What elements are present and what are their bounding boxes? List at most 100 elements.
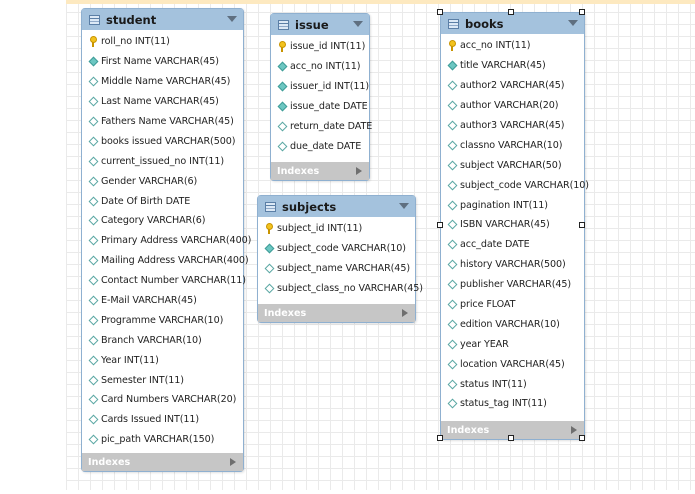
column-row[interactable]: return_date DATE bbox=[271, 117, 372, 137]
column-label: Cards Issued INT(11) bbox=[101, 414, 199, 426]
resize-handle-bottom-center[interactable] bbox=[508, 435, 514, 441]
column-row[interactable]: acc_date DATE bbox=[441, 235, 584, 255]
resize-handle-top-left[interactable] bbox=[437, 9, 443, 15]
column-row[interactable]: publisher VARCHAR(45) bbox=[441, 275, 584, 295]
column-row[interactable]: Middle Name VARCHAR(45) bbox=[82, 72, 243, 92]
column-row[interactable]: author2 VARCHAR(45) bbox=[441, 76, 584, 96]
indexes-expand-arrow-icon[interactable] bbox=[356, 167, 362, 175]
column-row[interactable]: issue_date DATE bbox=[271, 97, 369, 117]
column-row[interactable]: Card Numbers VARCHAR(20) bbox=[82, 390, 243, 410]
column-diamond-outline-icon bbox=[448, 360, 457, 369]
column-row[interactable]: subject_class_no VARCHAR(45) bbox=[258, 279, 423, 299]
indexes-footer[interactable]: Indexes bbox=[82, 453, 243, 471]
column-label: location VARCHAR(45) bbox=[460, 358, 565, 370]
column-row[interactable]: subject_code VARCHAR(10) bbox=[441, 175, 589, 195]
column-row[interactable]: Programme VARCHAR(10) bbox=[82, 310, 243, 330]
indexes-footer[interactable]: Indexes bbox=[271, 162, 369, 180]
column-row[interactable]: Mailing Address VARCHAR(400) bbox=[82, 251, 249, 271]
column-row[interactable]: Fathers Name VARCHAR(45) bbox=[82, 112, 243, 132]
column-diamond-icon bbox=[278, 62, 287, 71]
column-row[interactable]: author3 VARCHAR(45) bbox=[441, 116, 584, 136]
column-row[interactable]: subject_name VARCHAR(45) bbox=[258, 259, 415, 279]
column-row[interactable]: author VARCHAR(20) bbox=[441, 96, 584, 116]
column-row[interactable]: status INT(11) bbox=[441, 374, 584, 394]
column-row[interactable]: price FLOAT bbox=[441, 295, 584, 315]
column-diamond-outline-icon bbox=[89, 157, 98, 166]
resize-handle-bottom-left[interactable] bbox=[437, 435, 443, 441]
column-row[interactable]: classno VARCHAR(10) bbox=[441, 135, 584, 155]
table-issue[interactable]: issue issue_id INT(11)acc_no INT(11)issu… bbox=[270, 13, 372, 181]
column-label: subject_class_no VARCHAR(45) bbox=[277, 283, 423, 295]
column-row[interactable]: subject_id INT(11) bbox=[258, 219, 415, 239]
column-label: issue_date DATE bbox=[290, 101, 368, 113]
column-row[interactable]: Category VARCHAR(6) bbox=[82, 211, 243, 231]
table-subjects[interactable]: subjects subject_id INT(11) subject_code … bbox=[257, 195, 423, 323]
column-diamond-outline-icon bbox=[89, 77, 98, 86]
column-row[interactable]: status_tag INT(11) bbox=[441, 394, 584, 414]
column-label: subject_id INT(11) bbox=[277, 223, 363, 235]
column-label: Year INT(11) bbox=[101, 354, 159, 366]
column-label: subject VARCHAR(50) bbox=[460, 159, 562, 171]
column-row[interactable]: subject_code VARCHAR(10) bbox=[258, 239, 415, 259]
column-row[interactable]: Cards Issued INT(11) bbox=[82, 410, 243, 430]
table-menu-chevron-icon[interactable] bbox=[227, 16, 237, 22]
table-icon bbox=[89, 14, 100, 25]
column-row[interactable]: Semester INT(11) bbox=[82, 370, 243, 390]
column-row[interactable]: acc_no INT(11) bbox=[271, 57, 369, 77]
indexes-footer[interactable]: Indexes bbox=[441, 421, 584, 439]
column-row[interactable]: Branch VARCHAR(10) bbox=[82, 330, 243, 350]
column-row[interactable]: issuer_id INT(11) bbox=[271, 77, 369, 97]
table-header[interactable]: books bbox=[441, 13, 584, 34]
column-row[interactable]: Gender VARCHAR(6) bbox=[82, 171, 243, 191]
column-row[interactable]: pic_path VARCHAR(150) bbox=[82, 430, 243, 450]
column-label: author VARCHAR(20) bbox=[460, 100, 559, 112]
resize-handle-middle-left[interactable] bbox=[437, 222, 443, 228]
column-diamond-icon bbox=[448, 61, 457, 70]
column-row[interactable]: subject VARCHAR(50) bbox=[441, 155, 584, 175]
column-row[interactable]: Year INT(11) bbox=[82, 350, 243, 370]
indexes-footer[interactable]: Indexes bbox=[258, 304, 415, 322]
table-header[interactable]: issue bbox=[271, 14, 369, 35]
column-row[interactable]: Last Name VARCHAR(45) bbox=[82, 92, 243, 112]
column-row[interactable]: year YEAR bbox=[441, 334, 584, 354]
column-diamond-outline-icon bbox=[89, 296, 98, 305]
column-row[interactable]: pagination INT(11) bbox=[441, 195, 584, 215]
indexes-expand-arrow-icon[interactable] bbox=[230, 458, 236, 466]
primary-key-icon bbox=[89, 36, 98, 48]
column-label: status INT(11) bbox=[460, 378, 527, 390]
table-student[interactable]: student roll_no INT(11)First Name VARCHA… bbox=[81, 8, 251, 472]
column-row[interactable]: ISBN VARCHAR(45) bbox=[441, 215, 584, 235]
column-row[interactable]: books issued VARCHAR(500) bbox=[82, 131, 243, 151]
column-row[interactable]: First Name VARCHAR(45) bbox=[82, 52, 243, 72]
column-row[interactable]: E-Mail VARCHAR(45) bbox=[82, 291, 243, 311]
column-row[interactable]: location VARCHAR(45) bbox=[441, 354, 584, 374]
column-row[interactable]: due_date DATE bbox=[271, 136, 369, 156]
column-row[interactable]: Contact Number VARCHAR(11) bbox=[82, 271, 246, 291]
column-row[interactable]: acc_no INT(11) bbox=[441, 36, 584, 56]
column-diamond-outline-icon bbox=[448, 260, 457, 269]
table-header[interactable]: subjects bbox=[258, 196, 415, 217]
column-row[interactable]: roll_no INT(11) bbox=[82, 32, 243, 52]
table-menu-chevron-icon[interactable] bbox=[399, 203, 409, 209]
column-diamond-outline-icon bbox=[278, 142, 287, 151]
resize-handle-bottom-right[interactable] bbox=[579, 435, 585, 441]
column-row[interactable]: Primary Address VARCHAR(400) bbox=[82, 231, 251, 251]
table-books[interactable]: books acc_no INT(11)title VARCHAR(45)aut… bbox=[440, 12, 589, 440]
column-row[interactable]: current_issued_no INT(11) bbox=[82, 151, 243, 171]
column-row[interactable]: edition VARCHAR(10) bbox=[441, 314, 584, 334]
column-row[interactable]: issue_id INT(11) bbox=[271, 37, 369, 57]
indexes-expand-arrow-icon[interactable] bbox=[402, 309, 408, 317]
column-row[interactable]: title VARCHAR(45) bbox=[441, 56, 584, 76]
column-row[interactable]: Date Of Birth DATE bbox=[82, 191, 243, 211]
column-label: ISBN VARCHAR(45) bbox=[460, 219, 550, 231]
column-diamond-outline-icon bbox=[448, 121, 457, 130]
indexes-expand-arrow-icon[interactable] bbox=[571, 426, 577, 434]
table-menu-chevron-icon[interactable] bbox=[353, 21, 363, 27]
resize-handle-top-center[interactable] bbox=[508, 9, 514, 15]
column-row[interactable]: history VARCHAR(500) bbox=[441, 255, 584, 275]
resize-handle-middle-right[interactable] bbox=[579, 222, 585, 228]
column-diamond-outline-icon bbox=[89, 395, 98, 404]
table-header[interactable]: student bbox=[82, 9, 243, 30]
resize-handle-top-right[interactable] bbox=[579, 9, 585, 15]
table-menu-chevron-icon[interactable] bbox=[568, 20, 578, 26]
